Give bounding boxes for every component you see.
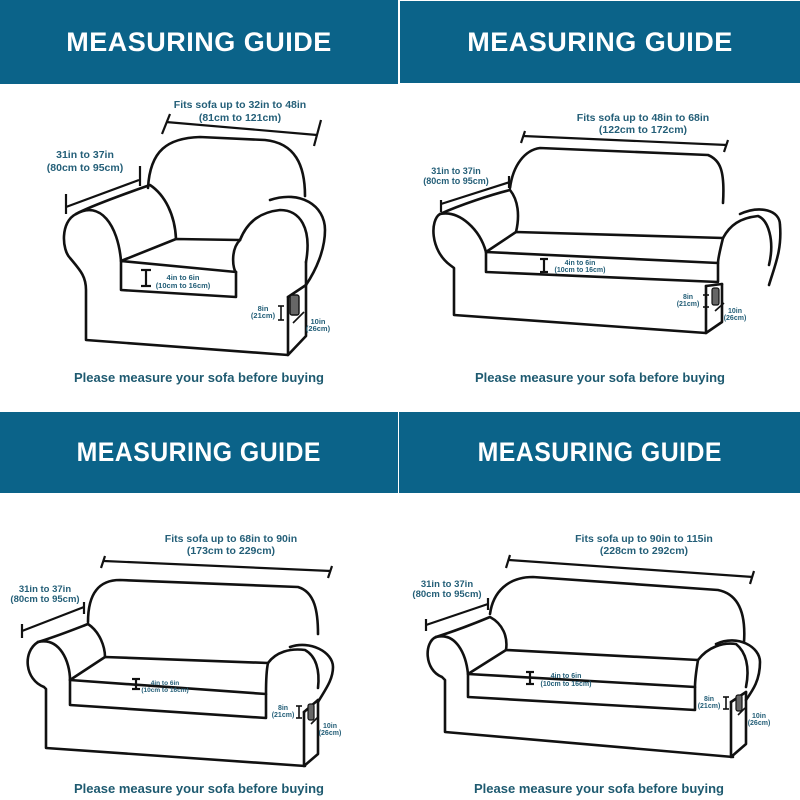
guide-panel-3-seat: MEASURING GUIDE Fits sofa up to 68in to … — [0, 412, 398, 800]
side-pocket-icon — [735, 694, 743, 712]
sofa-diagram: Fits sofa up to 68in to 90in (173cm to 2… — [10, 533, 342, 768]
cushion-height-marker — [132, 677, 140, 691]
cushion-label-cm: (10cm to 16cm) — [141, 687, 188, 694]
depth-label: 31in to 37in — [421, 579, 473, 590]
depth-label-cm: (80cm to 95cm) — [423, 176, 489, 186]
pocket-depth-label: 10in — [752, 713, 766, 720]
width-label: Fits sofa up to 68in to 90in — [165, 533, 297, 545]
pocket-height-label-cm: (21cm) — [698, 703, 721, 710]
side-pocket-icon — [289, 294, 300, 316]
panel-title: MEASURING GUIDE — [477, 437, 722, 467]
width-label-cm: (81cm to 121cm) — [199, 112, 281, 124]
width-label-cm: (173cm to 229cm) — [187, 545, 275, 557]
pocket-depth-label-cm: (26cm) — [748, 720, 771, 727]
pocket-height-label: 8in — [683, 294, 693, 301]
banner: MEASURING GUIDE — [400, 1, 800, 83]
cushion-label-cm: (10cm to 16cm) — [555, 267, 606, 274]
pocket-depth-label: 10in — [323, 723, 337, 730]
width-dimension-line — [504, 554, 756, 585]
banner: MEASURING GUIDE — [399, 412, 800, 493]
armchair-outline — [62, 135, 327, 357]
banner: MEASURING GUIDE — [0, 0, 398, 84]
pocket-height-marker — [723, 696, 746, 716]
caption: Please measure your sofa before buying — [474, 781, 724, 796]
depth-dimension-line — [20, 602, 86, 638]
depth-label: 31in to 37in — [431, 166, 481, 176]
panel-title: MEASURING GUIDE — [467, 26, 733, 57]
depth-label: 31in to 37in — [19, 584, 71, 595]
cushion-label: 4in to 6in — [565, 260, 596, 267]
four-seat-sofa-outline — [426, 575, 762, 759]
cushion-label: 4in to 6in — [167, 273, 200, 282]
panel-title: MEASURING GUIDE — [76, 437, 322, 467]
sofa-diagram: Fits sofa up to 32in to 48in (81cm to 12… — [47, 99, 331, 357]
pocket-height-label-cm: (21cm) — [251, 311, 276, 320]
depth-dimension-line — [424, 598, 490, 631]
panel-title: MEASURING GUIDE — [66, 26, 332, 57]
pocket-depth-label-cm: (26cm) — [319, 730, 342, 737]
pocket-height-label: 8in — [258, 304, 269, 313]
depth-label-cm: (80cm to 95cm) — [47, 162, 123, 174]
caption: Please measure your sofa before buying — [74, 781, 324, 796]
side-pocket-icon — [711, 287, 720, 306]
cushion-label: 4in to 6in — [551, 673, 582, 680]
cushion-label-cm: (10cm to 16cm) — [156, 281, 211, 290]
side-pocket-icon — [307, 703, 315, 721]
width-dimension-line — [519, 130, 730, 153]
loveseat-outline — [432, 146, 782, 335]
cushion-label-cm: (10cm to 16cm) — [541, 681, 592, 688]
pocket-height-label-cm: (21cm) — [272, 712, 295, 719]
width-label-cm: (228cm to 292cm) — [600, 545, 688, 557]
three-seat-sofa-outline — [26, 578, 335, 768]
pocket-height-marker — [296, 705, 319, 725]
guide-panel-1-seat: MEASURING GUIDE Fits sofa up to 32in to … — [0, 0, 398, 400]
pocket-depth-label: 10in — [310, 317, 325, 326]
caption: Please measure your sofa before buying — [475, 370, 725, 385]
depth-label-cm: (80cm to 95cm) — [412, 589, 481, 600]
pocket-height-label-cm: (21cm) — [677, 301, 700, 308]
pocket-depth-label-cm: (26cm) — [306, 324, 331, 333]
sofa-diagram: Fits sofa up to 90in to 115in (228cm to … — [412, 533, 771, 759]
pocket-height-marker — [278, 305, 305, 324]
cushion-height-marker — [540, 257, 548, 274]
guide-panel-4-seat: MEASURING GUIDE Fits sofa up to 90in to … — [398, 412, 800, 800]
width-label-cm: (122cm to 172cm) — [599, 124, 687, 136]
cushion-height-marker — [526, 670, 534, 686]
guide-panel-2-seat: MEASURING GUIDE Fits sofa up to 48in to … — [400, 0, 800, 405]
banner: MEASURING GUIDE — [0, 412, 398, 493]
pocket-depth-label-cm: (26cm) — [724, 315, 747, 322]
caption: Please measure your sofa before buying — [74, 370, 324, 385]
width-dimension-line — [99, 555, 334, 579]
depth-label: 31in to 37in — [56, 149, 114, 161]
width-label: Fits sofa up to 32in to 48in — [174, 99, 306, 111]
width-label: Fits sofa up to 48in to 68in — [577, 112, 709, 124]
depth-label-cm: (80cm to 95cm) — [10, 594, 79, 605]
width-label: Fits sofa up to 90in to 115in — [575, 533, 713, 545]
sofa-diagram: Fits sofa up to 48in to 68in (122cm to 1… — [423, 112, 782, 335]
depth-dimension-line — [64, 166, 142, 214]
cushion-label: 4in to 6in — [151, 680, 180, 687]
cushion-height-marker — [141, 268, 151, 288]
pocket-height-marker — [703, 294, 725, 312]
pocket-height-label: 8in — [278, 705, 288, 712]
pocket-depth-label: 10in — [728, 308, 742, 315]
pocket-height-label: 8in — [704, 696, 714, 703]
width-dimension-line — [160, 113, 323, 147]
